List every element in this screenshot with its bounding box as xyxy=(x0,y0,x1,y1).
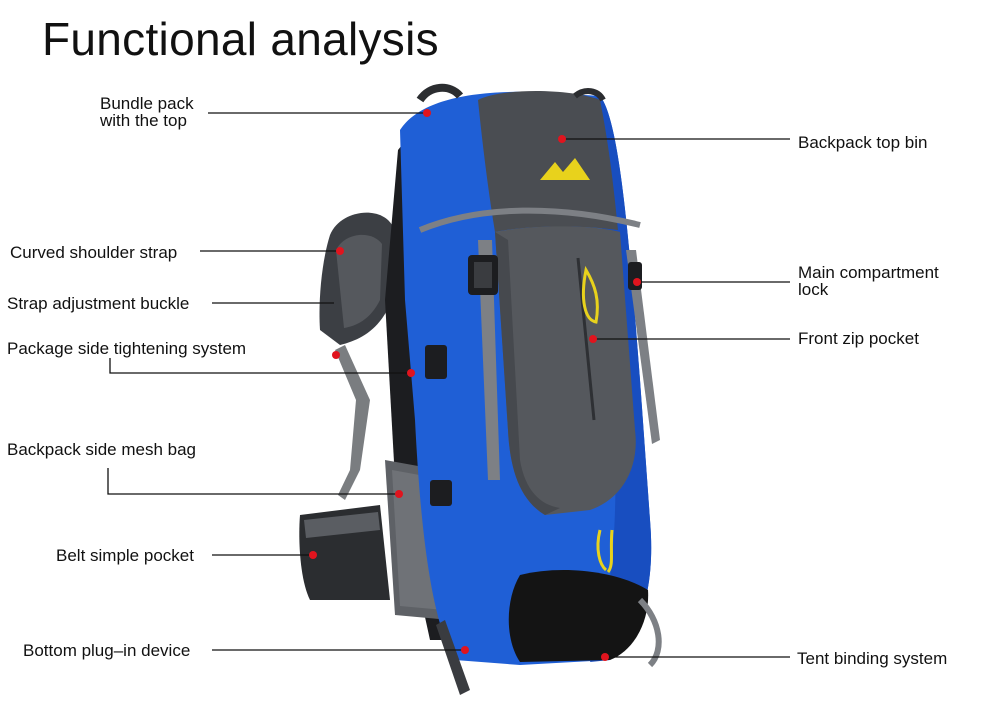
label-bundle-pack: Bundle pack with the top xyxy=(100,94,194,130)
label-strap-adjustment-buckle: Strap adjustment buckle xyxy=(7,294,190,313)
label-bottom-plug: Bottom plug–in device xyxy=(23,641,191,660)
label-main-compartment-lock: Main compartment lock xyxy=(798,263,939,299)
label-top-bin: Backpack top bin xyxy=(798,133,928,152)
front-panel xyxy=(495,226,636,515)
top-bin xyxy=(478,91,618,232)
label-side-mesh-bag: Backpack side mesh bag xyxy=(7,440,196,459)
page-title: Functional analysis xyxy=(42,13,439,65)
label-tent-binding: Tent binding system xyxy=(797,649,948,668)
label-side-tightening: Package side tightening system xyxy=(7,339,247,358)
label-belt-pocket: Belt simple pocket xyxy=(56,546,194,565)
label-front-zip-pocket: Front zip pocket xyxy=(798,329,919,348)
bottom-pocket xyxy=(508,570,649,662)
brand-mountain-logo xyxy=(540,158,590,180)
label-curved-shoulder-strap: Curved shoulder strap xyxy=(10,243,178,262)
